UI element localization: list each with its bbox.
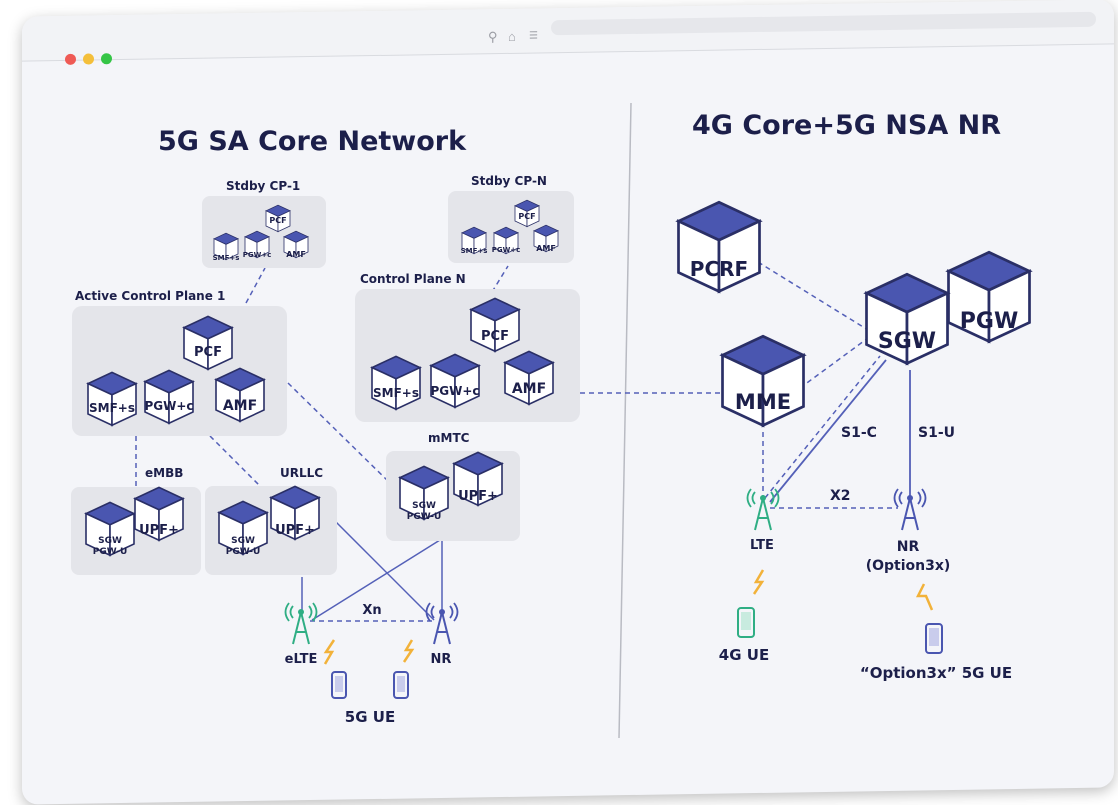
standbyn-pcf-label: PCF bbox=[518, 212, 535, 221]
cube-icon bbox=[371, 355, 421, 411]
right-solid-links bbox=[769, 359, 911, 503]
panel-divider bbox=[618, 102, 632, 739]
lte-antenna-icon bbox=[746, 488, 780, 531]
link-active-standby1 bbox=[245, 267, 266, 304]
link-mme-sgw bbox=[799, 337, 869, 389]
phone-icon bbox=[925, 623, 943, 654]
4g-ue-label: 4G UE bbox=[719, 646, 769, 664]
standby-cp1-group: Stdby CP-1 PCF SMF+s PGW+c AMF bbox=[202, 179, 326, 268]
sgw-label: SGW bbox=[878, 329, 936, 354]
standby1-pcf-label: PCF bbox=[269, 216, 286, 225]
nr-antenna-icon bbox=[425, 602, 459, 645]
right-dashed-links bbox=[757, 261, 898, 509]
elte-label: eLTE bbox=[285, 652, 318, 667]
s1c-label: S1-C bbox=[841, 425, 877, 441]
mmtc-group: mMTC SGW PGW-U UPF+ bbox=[386, 431, 520, 541]
standby1-smf-label: SMF+s bbox=[213, 254, 240, 262]
urllc-sgw-label: SGW bbox=[231, 536, 255, 546]
standby-cpn-group: Stdby CP-N PCF SMF+s PGW+c AMF bbox=[448, 174, 574, 263]
cpn-pgw-label: PGW+c bbox=[430, 384, 479, 398]
urllc-label: URLLC bbox=[280, 466, 323, 480]
mmtc-pgwu-label: PGW-U bbox=[407, 512, 442, 522]
phone-icon bbox=[331, 671, 347, 699]
lte-label: LTE bbox=[750, 538, 774, 553]
cpn-smf-label: SMF+s bbox=[373, 386, 419, 400]
link-urllc-nr bbox=[319, 505, 435, 621]
standbyn-smf-label: SMF+s bbox=[461, 247, 488, 255]
link-lte-sgw-dashed bbox=[764, 355, 881, 499]
active-smf-label: SMF+s bbox=[89, 401, 135, 415]
nr-option3x-label: NR bbox=[897, 539, 920, 555]
link-mmtc-elte bbox=[311, 539, 441, 621]
pgw-label: PGW bbox=[960, 309, 1018, 334]
5g-ue-label: 5G UE bbox=[345, 708, 395, 726]
link-s1c bbox=[769, 359, 887, 503]
phone-icon bbox=[393, 671, 409, 699]
nr-option3x-sublabel: (Option3x) bbox=[866, 558, 951, 574]
active-control-plane-group: Active Control Plane 1 PCF SMF+s PGW+c A… bbox=[72, 289, 287, 436]
right-panel-title: 4G Core+5G NSA NR bbox=[692, 110, 1001, 141]
left-solid-links bbox=[301, 505, 443, 621]
nr-label: NR bbox=[431, 652, 452, 667]
signal-lightning-icon bbox=[402, 639, 415, 663]
nr-option3x-antenna-icon bbox=[893, 488, 927, 531]
signal-lightning-icon bbox=[323, 639, 336, 665]
left-dashed-links bbox=[135, 265, 722, 622]
cube-icon bbox=[430, 353, 480, 409]
cpn-pcf-label: PCF bbox=[481, 329, 509, 344]
cube-icon bbox=[183, 315, 233, 371]
link-active-mmtc bbox=[287, 382, 391, 484]
phone-icon bbox=[737, 607, 755, 638]
link-pcrf-sgw bbox=[757, 261, 869, 331]
embb-pgwu-label: PGW-U bbox=[93, 547, 128, 557]
mme-label: MME bbox=[735, 390, 791, 414]
mmtc-sgw-label: SGW bbox=[412, 501, 436, 511]
embb-sgw-label: SGW bbox=[98, 536, 122, 546]
embb-group: eMBB SGW PGW-U UPF+ bbox=[71, 466, 201, 575]
s1u-label: S1-U bbox=[918, 425, 955, 441]
standbyn-pgw-label: PGW+c bbox=[492, 246, 521, 254]
link-active-urllc bbox=[209, 435, 263, 489]
control-plane-n-group: Control Plane N PCF SMF+s PGW+c AMF bbox=[355, 272, 580, 422]
option3x-5g-ue-label: “Option3x” 5G UE bbox=[860, 664, 1012, 682]
signal-lightning-icon bbox=[752, 569, 765, 595]
mmtc-label: mMTC bbox=[428, 431, 470, 445]
standby-cpn-label: Stdby CP-N bbox=[471, 174, 547, 188]
xn-label: Xn bbox=[362, 603, 381, 618]
standby1-amf-label: AMF bbox=[286, 250, 306, 259]
active-plane-label: Active Control Plane 1 bbox=[75, 289, 225, 303]
mmtc-upf-label: UPF+ bbox=[458, 489, 498, 504]
x2-label: X2 bbox=[830, 488, 851, 504]
standby1-pgw-label: PGW+c bbox=[243, 251, 272, 259]
embb-upf-label: UPF+ bbox=[139, 523, 179, 538]
cpn-amf-label: AMF bbox=[512, 381, 546, 397]
control-plane-n-label: Control Plane N bbox=[360, 272, 466, 286]
urllc-pgwu-label: PGW-U bbox=[226, 547, 261, 557]
active-pcf-label: PCF bbox=[194, 345, 222, 360]
active-pgw-label: PGW+c bbox=[144, 399, 193, 413]
cube-icon bbox=[87, 371, 137, 427]
standbyn-amf-label: AMF bbox=[536, 244, 556, 253]
urllc-group: URLLC SGW PGW-U UPF+ bbox=[205, 466, 337, 575]
link-cpn-standbyn bbox=[491, 265, 509, 293]
embb-label: eMBB bbox=[145, 466, 183, 480]
urllc-upf-label: UPF+ bbox=[275, 523, 315, 538]
standby-cp1-label: Stdby CP-1 bbox=[226, 179, 300, 193]
signal-lightning-icon bbox=[915, 583, 934, 611]
elte-antenna-icon bbox=[284, 602, 318, 645]
cube-icon bbox=[144, 369, 194, 425]
left-panel-title: 5G SA Core Network bbox=[158, 126, 467, 157]
pcrf-label: PCRF bbox=[690, 257, 748, 281]
active-amf-label: AMF bbox=[223, 398, 257, 414]
